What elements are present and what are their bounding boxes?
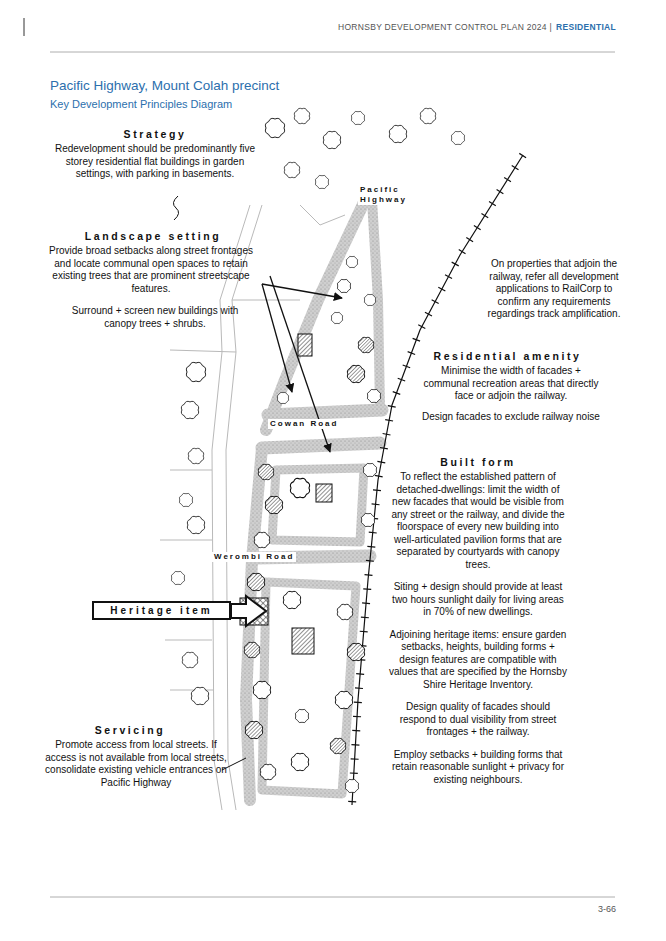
tree [389, 125, 406, 142]
tree [186, 362, 205, 381]
page-number: 3-66 [598, 904, 616, 914]
tree [346, 256, 358, 268]
road-band [268, 410, 382, 415]
callout-heading: Servicing [45, 724, 215, 737]
tree [254, 532, 269, 547]
tree [260, 764, 275, 779]
tree [258, 464, 273, 479]
callout-heading: Landscape setting [48, 230, 258, 243]
tree [191, 687, 208, 704]
header-rule [50, 52, 615, 53]
leader-line [262, 284, 292, 392]
tree [182, 652, 197, 667]
callout-text: Minimise the width of facades + communal… [422, 365, 600, 403]
tree [171, 571, 184, 584]
tree [294, 108, 309, 123]
page-title: Pacific Highway, Mount Colah precinct [50, 78, 279, 93]
lot-line [160, 470, 214, 690]
callout-text: Siting + design should provide at least … [388, 581, 568, 619]
tree [179, 493, 192, 506]
tree [337, 604, 352, 619]
tree [315, 175, 328, 188]
road-band [262, 443, 380, 448]
tree [181, 401, 198, 418]
tree [367, 389, 380, 402]
tree [347, 365, 364, 382]
tree [244, 642, 259, 657]
tree [291, 753, 308, 770]
tree [335, 691, 352, 708]
tree [265, 118, 284, 137]
tree [420, 108, 435, 123]
street-edge [170, 350, 236, 352]
callout-text: Design facades to exclude railway noise [422, 411, 600, 424]
tree [188, 448, 203, 463]
leader-lines [173, 196, 342, 770]
note-text: On properties that adjoin the railway, r… [478, 258, 630, 321]
callout-box: Heritage item [92, 601, 231, 620]
box-label: Heritage item [110, 605, 212, 616]
tree [253, 681, 270, 698]
callout-heading: Residential amenity [410, 350, 605, 363]
tree [290, 478, 309, 497]
tree [351, 111, 364, 124]
tree [187, 516, 204, 533]
tree [323, 131, 340, 148]
street-name: Cowan Road [268, 419, 340, 429]
tree [364, 294, 376, 306]
tree [265, 496, 282, 513]
lot-line [300, 205, 345, 225]
leader-line [173, 196, 178, 220]
pointer-arrow [231, 596, 266, 626]
tree [283, 591, 300, 608]
building [292, 628, 314, 654]
callout-text: Provide broad setbacks along street fron… [45, 245, 257, 295]
tree [345, 779, 358, 792]
callout-heading: Built form [388, 456, 568, 469]
callout-text: Adjoining heritage items: ensure garden … [388, 629, 568, 692]
frontage-bands [246, 198, 382, 800]
tree [358, 337, 373, 352]
callout-text: Redevelopment should be predominantly fi… [50, 143, 260, 181]
tree [277, 392, 289, 404]
callout-text: To reflect the established pattern of de… [388, 471, 568, 571]
callout-text: Design quality of facades should respond… [388, 701, 568, 739]
tree [247, 573, 264, 590]
street-name: Werombi Road [212, 552, 296, 562]
section-name: RESIDENTIAL [556, 22, 616, 32]
tree [331, 312, 343, 324]
building [298, 334, 312, 356]
callout-text: Promote access from local streets. If ac… [45, 739, 227, 789]
street-name: Pacific Highway [358, 185, 424, 205]
courtyard-band [272, 468, 364, 542]
tree [451, 131, 464, 144]
tree [347, 643, 364, 660]
highway-band [266, 198, 366, 430]
margin-mark [24, 18, 25, 36]
footer-rule [50, 897, 615, 898]
callout-heading: Strategy [50, 128, 260, 141]
callout-text: Surround + screen new buildings with can… [55, 305, 255, 330]
tree [295, 709, 308, 722]
tree [363, 463, 376, 476]
tree [245, 721, 262, 738]
street-edge [226, 205, 262, 810]
running-header: HORNSBY DEVELOPMENT CONTROL PLAN 2024 | [338, 22, 552, 32]
tree [284, 162, 299, 177]
subtitle: Key Development Principles Diagram [50, 98, 232, 110]
tree [361, 513, 374, 526]
precinct-trees [244, 256, 380, 793]
building [316, 484, 332, 502]
courtyard-band [262, 582, 356, 794]
tree [337, 279, 350, 292]
callout-text: Employ setbacks + building forms that re… [388, 749, 568, 787]
tree [330, 738, 345, 753]
